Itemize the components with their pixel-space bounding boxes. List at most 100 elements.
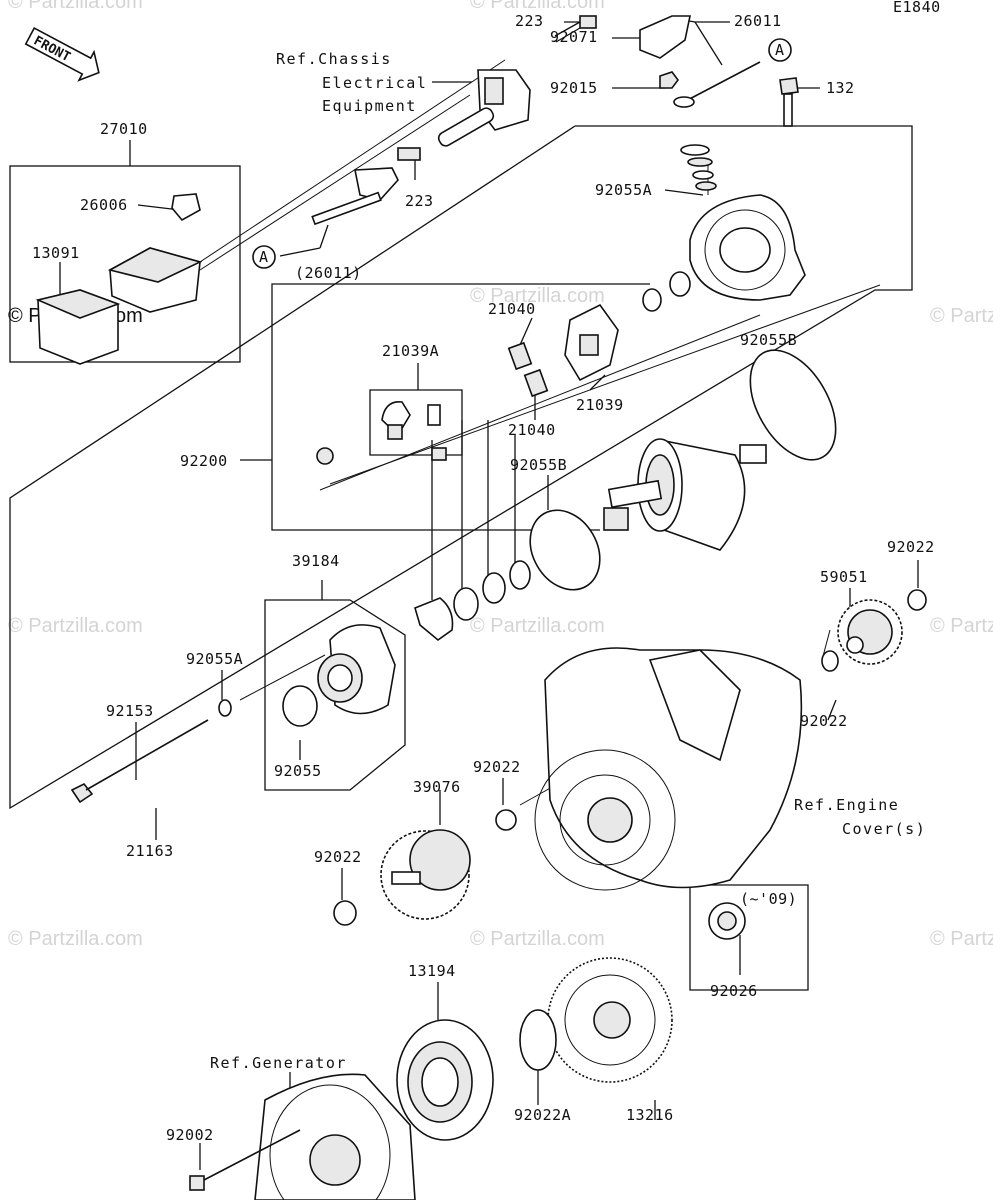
part-label: 132 [826,79,855,97]
chassis-bracket [437,69,531,147]
part-label: 21163 [126,842,174,860]
part-label: 92200 [180,452,228,470]
one-way-clutch-13194 [396,1019,494,1141]
part-label: 21040 [488,300,536,318]
watermarks: © Partzilla.com © Partzilla.com © Partzi… [8,0,993,950]
ref-chassis: Equipment [322,97,417,115]
part-label: (26011) [295,264,362,282]
watermark: © Partzilla.com [8,615,143,637]
bolt-132 [779,77,799,127]
ref-chassis: Electrical [322,74,427,92]
watermark: © Partzilla.com [470,285,605,307]
o-ring-92055B [749,349,837,461]
bolt-92153 [70,719,209,804]
washer-stack [680,144,717,191]
ref-chassis: Ref.Chassis [276,50,392,68]
washer [642,288,662,312]
frame-starter-assembly [9,125,913,810]
part-label: 39184 [292,552,340,570]
nut-92015 [659,71,679,89]
gear-13216 [547,957,673,1083]
part-label: 92022 [887,538,935,556]
o-ring-92055A [218,699,232,717]
frame-92200 [271,283,650,531]
frame-27010 [9,165,241,363]
springs-21040 [507,341,549,398]
callout-a-top: A [768,38,792,62]
part-label: 92055 [274,762,322,780]
shims [414,560,531,642]
front-arrow: FRONT [24,27,100,82]
watermark: © Partzilla.com [930,615,993,637]
generator-rotor [254,1073,416,1200]
ref-engine-cover: Cover(s) [842,820,926,838]
svg-text:A: A [259,248,269,266]
part-label: 92022 [800,712,848,730]
part-label: 21039 [576,396,624,414]
part-label: 92055B [510,456,567,474]
brush-set-21039A [316,401,447,465]
washer-92022-center [495,809,517,831]
part-label: 223 [405,192,434,210]
washer-92022A [519,1009,557,1071]
part-label: 59051 [820,568,868,586]
washer [669,271,691,297]
part-label: 223 [515,12,544,30]
part-label: 26006 [80,196,128,214]
svg-text:A: A [775,41,785,59]
part-label: 92022A [514,1106,571,1124]
washer-92022 [821,650,839,672]
bolt-92002 [189,1129,301,1191]
engine-cover [534,647,803,891]
part-label: 21039A [382,342,439,360]
part-label: 13091 [32,244,80,262]
starter-front-cover [317,624,396,715]
washer-92022 [907,589,927,611]
part-label: 39076 [413,778,461,796]
starter-relay [107,247,203,313]
part-label: 92055A [186,650,243,668]
part-label: 26011 [734,12,782,30]
part-label: 92055B [740,331,797,349]
ref-labels: Ref.Chassis Electrical Equipment Ref.Eng… [210,50,926,1072]
gear-59051 [837,599,903,665]
fuse-26006 [171,193,201,222]
part-label: 27010 [100,120,148,138]
watermark: © Partzilla.com [930,305,993,327]
bolt-223 [554,15,597,43]
cap-92071 [639,15,691,59]
starter-end-cover [689,194,806,301]
o-ring-92055 [282,685,318,727]
part-label: 13194 [408,962,456,980]
watermark: © Partzilla.com [470,928,605,950]
frame-92026 [689,884,809,991]
relay-cover-13091 [35,289,121,365]
bolt-223-mid [311,147,421,226]
o-ring-92055B-mid [529,509,601,591]
washer-92022-left [333,900,357,926]
part-labels: 223 26011 92071 92015 132 223 27010 2600… [32,12,935,1144]
part-label: 92153 [106,702,154,720]
part-label: 92015 [550,79,598,97]
part-label: 21040 [508,421,556,439]
part-label: 13216 [626,1106,674,1124]
diagram-code: E1840 [893,0,941,16]
part-label: 92022 [314,848,362,866]
ref-generator: Ref.Generator [210,1054,347,1072]
armature [603,438,767,551]
part-label: 92071 [550,28,598,46]
watermark: © Partzilla.com [470,615,605,637]
callout-a-left: A [252,245,276,269]
watermark: © Partzilla.com [8,0,143,13]
year-note: (~'09) [740,890,797,908]
watermark: © Partzilla.com [930,928,993,950]
ref-engine-cover: Ref.Engine [794,796,899,814]
part-label: 92055A [595,181,652,199]
part-label: 92022 [473,758,521,776]
part-label: 92002 [166,1126,214,1144]
watermark: © Partzilla.com [8,928,143,950]
brush-holder-21039 [564,303,619,382]
watermark: © Partzilla.com [470,0,605,13]
